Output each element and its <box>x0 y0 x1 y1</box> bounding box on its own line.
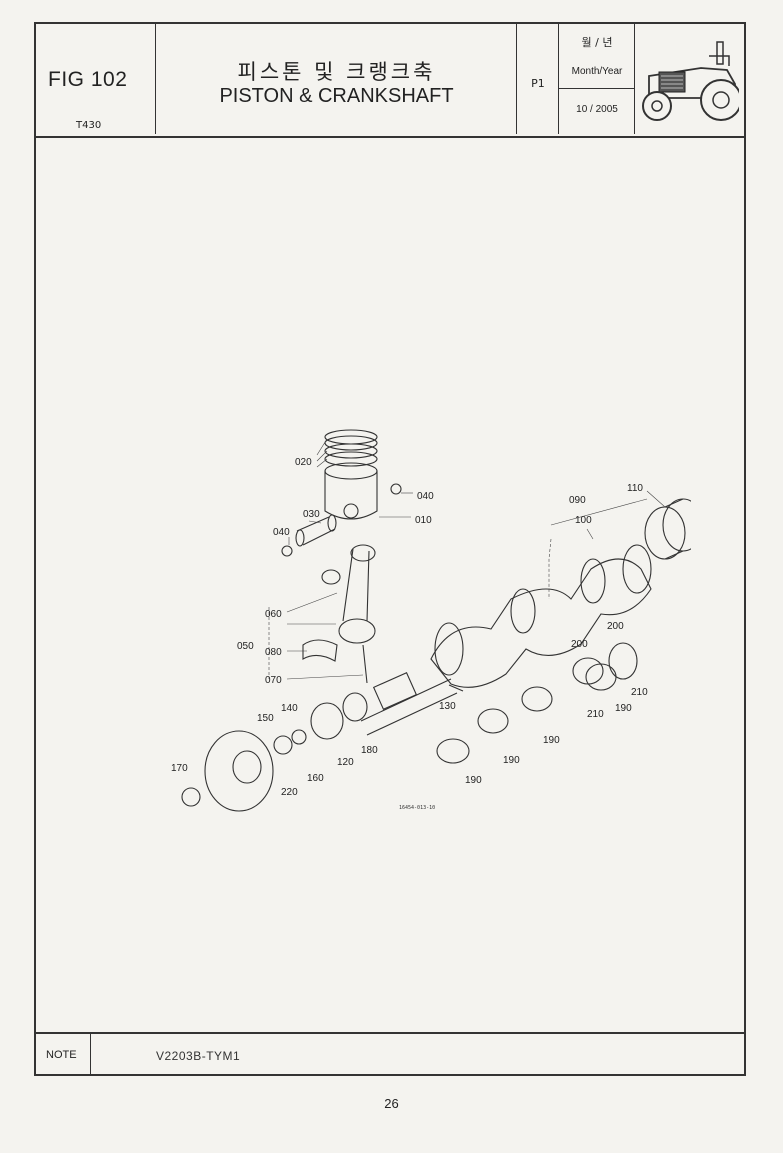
callout-label: 100 <box>575 515 592 526</box>
callout-label: 160 <box>307 773 324 784</box>
fig-number: FIG 102 <box>48 68 128 91</box>
callout-label: 050 <box>237 641 254 652</box>
callout-label: 190 <box>543 735 560 746</box>
fig-cell: FIG 102 T430 <box>36 24 156 134</box>
callout-label: 070 <box>265 675 282 686</box>
callout-label: 120 <box>337 757 354 768</box>
callout-label: 180 <box>361 745 378 756</box>
callout-label: 010 <box>415 515 432 526</box>
date-label-korean: 월 / 년 <box>581 36 613 49</box>
note-label: NOTE <box>46 1049 77 1061</box>
callout-label: 220 <box>281 787 298 798</box>
note-text: V2203B-TYM1 <box>156 1049 241 1063</box>
callout-label: 210 <box>587 709 604 720</box>
note-row: NOTE V2203B-TYM1 <box>36 1032 744 1074</box>
callout-label: 190 <box>465 775 482 786</box>
date-cell: 월 / 년 Month/Year 10 / 2005 <box>559 24 635 134</box>
page-number: 26 <box>384 1096 399 1111</box>
date-label: Month/Year <box>571 66 623 77</box>
callout-label: 210 <box>631 687 648 698</box>
header: FIG 102 T430 피스톤 및 크랭크축 PISTON & CRANKSH… <box>36 24 744 138</box>
callout-label: 030 <box>303 509 320 520</box>
title-korean: 피스톤 및 크랭크축 <box>237 60 436 84</box>
callout-label: 110 <box>627 483 643 494</box>
page-code-cell: P1 <box>517 24 559 134</box>
date-divider <box>559 88 635 89</box>
callout-label: 200 <box>607 621 624 632</box>
page-frame: FIG 102 T430 피스톤 및 크랭크축 PISTON & CRANKSH… <box>34 22 746 1076</box>
date-value: 10 / 2005 <box>576 104 618 115</box>
callout-label: 200 <box>571 639 588 650</box>
callout-label: 040 <box>417 491 434 502</box>
tractor-icon <box>642 41 739 121</box>
callout-label: 190 <box>615 703 632 714</box>
title-cell: 피스톤 및 크랭크축 PISTON & CRANKSHAFT <box>156 24 517 134</box>
callout-label: 170 <box>171 763 188 774</box>
model-code: T430 <box>76 120 102 131</box>
callout-label: 020 <box>295 457 312 468</box>
callout-label: 040 <box>273 527 290 538</box>
callout-label: 080 <box>265 647 282 658</box>
logo-cell <box>635 24 744 134</box>
callout-labels: 020 010 040 030 040 060 050 080 070 090 … <box>171 457 648 798</box>
title-english: PISTON & CRANKSHAFT <box>219 85 454 107</box>
page-code: P1 <box>531 77 545 90</box>
callout-label: 090 <box>569 495 586 506</box>
callout-label: 060 <box>265 609 282 620</box>
parts-diagram: 020 010 040 030 040 060 050 080 070 090 … <box>171 429 691 812</box>
callout-label: 190 <box>503 755 520 766</box>
callout-label: 130 <box>439 701 456 712</box>
diagram-reference-code: 16454-013-10 <box>399 805 435 811</box>
callout-label: 150 <box>257 713 274 724</box>
callout-label: 140 <box>281 703 298 714</box>
note-label-cell: NOTE <box>36 1034 91 1074</box>
